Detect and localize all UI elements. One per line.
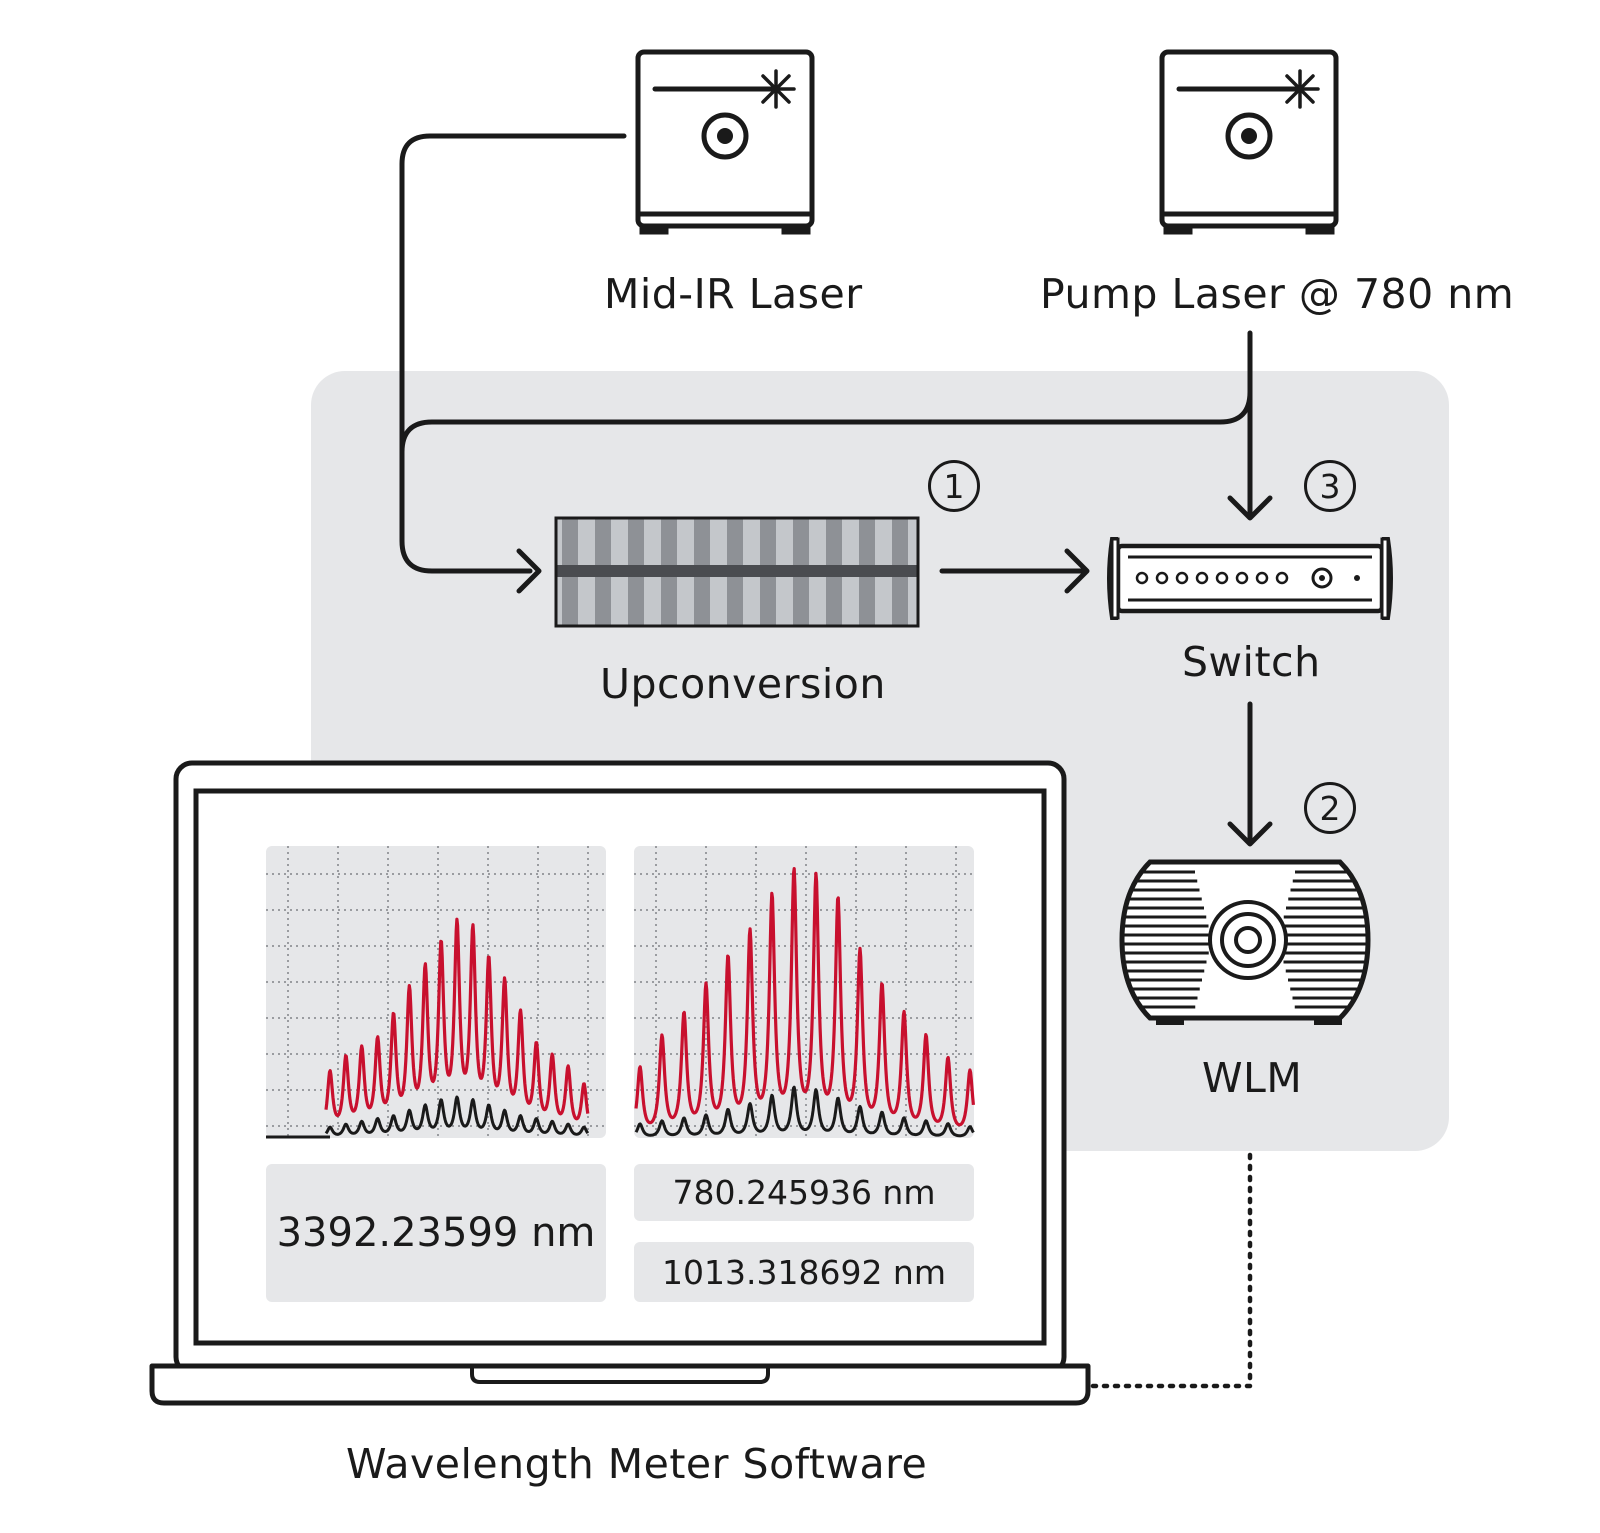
- spectrum-panel-pump-upconverted: [634, 846, 974, 1138]
- readout-mid-ir-wavelength: 3392.23599 nm: [276, 1210, 596, 1256]
- arrow-head-switch-in: [1064, 548, 1090, 594]
- readout-box-upconverted: [634, 1242, 974, 1302]
- spectrum-trace-red-right: [634, 867, 975, 1127]
- switch-port-icon: [1135, 571, 1149, 585]
- switch-port-icon: [1215, 571, 1229, 585]
- laser-starburst-icon: [756, 69, 796, 109]
- switch-port-icon: [1175, 571, 1189, 585]
- switch-port-icon: [1155, 571, 1169, 585]
- laser-aperture-icon: [1225, 112, 1273, 160]
- laser-starburst-icon: [1280, 69, 1320, 109]
- laser-aperture-icon: [701, 112, 749, 160]
- pump-laser-device: [1159, 49, 1339, 235]
- fiber-switch-device: [1107, 537, 1393, 620]
- software-label: Wavelength Meter Software: [346, 1440, 928, 1488]
- switch-port-icon: [1275, 571, 1289, 585]
- switch-port-icon: [1195, 571, 1209, 585]
- mid-ir-laser-label: Mid-IR Laser: [604, 270, 863, 318]
- switch-port-icon: [1235, 571, 1249, 585]
- spectrum-panel-mid-ir: [266, 846, 606, 1138]
- switch-port-icon: [1255, 571, 1269, 585]
- upconversion-label: Upconversion: [600, 660, 886, 708]
- readout-box-pump: [634, 1164, 974, 1221]
- mid-ir-fiber: [399, 133, 627, 574]
- arrow-head-pump: [1227, 495, 1273, 521]
- upconversion-crystal: [554, 516, 920, 628]
- readout-box-mid-ir: [266, 1164, 606, 1302]
- switch-output-port-icon: [1311, 567, 1333, 589]
- step-badge-3: 3: [1304, 460, 1356, 512]
- arrow-head-wlm: [1227, 821, 1273, 847]
- mid-ir-laser-device: [635, 49, 815, 235]
- wlm-device: [1119, 859, 1371, 1025]
- readout-pump-wavelength: 780.245936 nm: [672, 1173, 936, 1212]
- pump-laser-label: Pump Laser @ 780 nm: [1040, 270, 1515, 318]
- switch-label: Switch: [1182, 638, 1321, 686]
- wlm-input-port-icon: [1220, 912, 1276, 968]
- step-badge-2: 2: [1304, 782, 1356, 834]
- wlm-label: WLM: [1202, 1054, 1303, 1102]
- step-badge-1: 1: [928, 460, 980, 512]
- arrow-head-upconversion: [516, 548, 542, 594]
- spectrum-trace-red-left: [324, 917, 590, 1121]
- spectrum-trace-black-right: [634, 1085, 975, 1138]
- spectrum-traces: [266, 867, 975, 1139]
- readout-upconverted-wavelength: 1013.318692 nm: [662, 1252, 946, 1292]
- spectrum-trace-black-left: [324, 1095, 590, 1136]
- usb-data-cable: [1090, 1152, 1253, 1389]
